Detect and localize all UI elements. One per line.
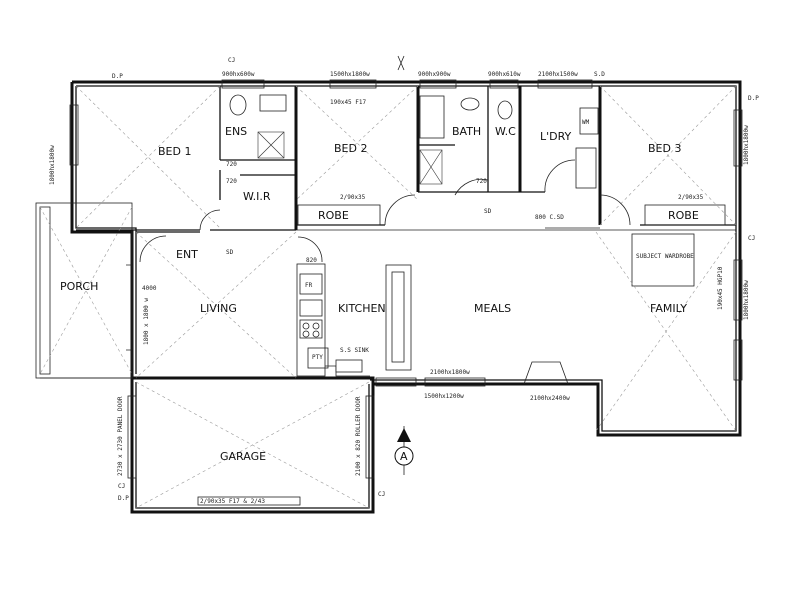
label-porch-side: 1800 x 1800 w [143, 298, 150, 345]
label-two-stud-left: 2/90x35 [340, 194, 366, 201]
label-window-bed1-side: 1800hx1800w [49, 145, 56, 185]
label-dp-top-left: D.P [112, 73, 123, 80]
room-living: LIVING [200, 302, 237, 315]
room-bed1: BED 1 [158, 145, 191, 158]
label-window-wc: 900hx610w [488, 71, 521, 78]
label-ss-sink: S.S SINK [340, 347, 369, 354]
section-marker [394, 426, 414, 475]
label-washer: WM [582, 119, 590, 126]
room-robe-right: ROBE [668, 209, 699, 222]
room-bed3: BED 3 [648, 142, 681, 155]
label-door-720a: 720 [226, 161, 237, 168]
label-tv-box: SUBJECT WARDROBE [636, 253, 694, 260]
label-sd-50: SD [226, 249, 234, 256]
kitchen-benches [296, 263, 412, 377]
label-window-bed3-side: 1800hx1800w [743, 125, 750, 165]
label-lintel-garage: 2/90x35 F17 & 2/43 [200, 498, 265, 505]
label-window-bed1: 900hx600w [222, 71, 255, 78]
tv-box [631, 233, 695, 287]
label-fr: FR [305, 282, 313, 289]
label-window-family-bottom: 2100hx2400w [530, 395, 570, 402]
downpipe-marks [397, 55, 405, 71]
room-wir: W.I.R [243, 190, 271, 203]
bathroom-fixtures [229, 94, 599, 189]
label-ent-dim: 4000 [142, 285, 157, 292]
label-sd-800: 800 C.SD [535, 214, 564, 221]
label-door-720c: 720 [476, 178, 487, 185]
room-diagonals [39, 85, 737, 509]
room-wc: W.C [495, 125, 516, 138]
room-ens: ENS [225, 125, 247, 138]
label-sd-top: S.D [594, 71, 605, 78]
label-window-family-side: 1800hx1800w [743, 280, 750, 320]
room-ent: ENT [176, 248, 198, 261]
label-lintel-top: 190x45 F17 [330, 99, 367, 106]
label-window-kitchen: 1500hx1200w [424, 393, 464, 400]
windows [69, 79, 743, 387]
internal-walls [76, 86, 736, 233]
label-window-bed2: 1500hx1800w [330, 71, 370, 78]
room-porch: PORCH [60, 280, 98, 293]
label-cj-garage-r: CJ [378, 491, 385, 498]
label-pty: PTY [312, 354, 323, 361]
label-cj-garage: CJ [118, 483, 125, 490]
room-robe-left: ROBE [318, 209, 349, 222]
room-bed2: BED 2 [334, 142, 367, 155]
room-bath: BATH [452, 125, 481, 138]
label-window-bath: 900hx900w [418, 71, 451, 78]
robes [297, 204, 726, 226]
door-swings [139, 159, 631, 263]
room-meals: MEALS [474, 302, 511, 315]
label-garage-door-right: 2100 x 820 ROLLER DOOR [355, 396, 362, 476]
label-garage-door-left: 2730 x 2730 PANEL DOOR [117, 396, 124, 476]
label-window-meals: 2100hx1800w [430, 369, 470, 376]
label-door-720b: 720 [226, 178, 237, 185]
room-kitchen: KITCHEN [338, 302, 386, 315]
label-window-ldry: 2100hx1500w [538, 71, 578, 78]
garage-doors [127, 395, 375, 479]
label-dp-right: D.P [748, 95, 759, 102]
room-garage: GARAGE [220, 450, 266, 463]
label-cj-top: CJ [228, 57, 235, 64]
room-family: FAMILY [650, 302, 687, 315]
label-cj-right: CJ [748, 235, 755, 242]
label-sd-60: SD [484, 208, 492, 215]
label-two-stud-right: 2/90x35 [678, 194, 704, 201]
label-dp-garage: D.P [118, 495, 129, 502]
section-marker-letter: A [400, 450, 408, 463]
label-lintel-family: 190x45 HGP10 [717, 266, 724, 310]
room-ldry: L'DRY [540, 130, 572, 143]
label-door-820: 820 [306, 257, 317, 264]
